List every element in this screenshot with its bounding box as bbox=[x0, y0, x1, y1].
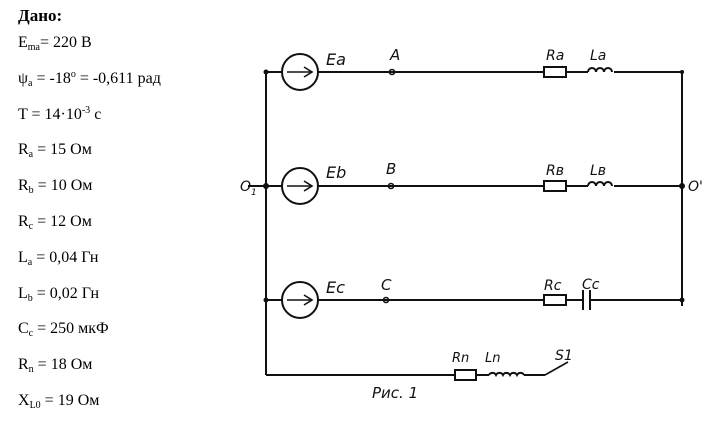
label-rb: Rв bbox=[546, 163, 564, 179]
junction-dot bbox=[679, 297, 685, 303]
label-lb: Lв bbox=[590, 163, 606, 179]
given-Rn: Rn = 18 Ом bbox=[18, 356, 93, 376]
label-rn: Rn bbox=[452, 351, 469, 366]
terminal-c bbox=[382, 296, 390, 304]
label-node-b: B bbox=[386, 160, 396, 178]
given-panel: Дано: Ema= 220 В ψa = -18o = -0,611 рад … bbox=[18, 6, 248, 428]
terminal-b bbox=[387, 182, 395, 190]
label-cc: Cc bbox=[582, 277, 600, 293]
given-Ema: Ema= 220 В bbox=[18, 34, 92, 53]
resistor-ra bbox=[543, 66, 567, 78]
switch-s1-blade bbox=[544, 361, 569, 376]
junction-dot bbox=[263, 183, 269, 189]
junction-dot bbox=[263, 69, 269, 75]
label-node-c: C bbox=[381, 276, 392, 294]
inductor-la bbox=[566, 67, 613, 73]
label-s1: S1 bbox=[555, 348, 573, 364]
given-Rc: Rc = 12 Ом bbox=[18, 212, 92, 232]
given-Lb: Lb = 0,02 Гн bbox=[18, 284, 100, 304]
given-XL0: XL0 = 19 Ом bbox=[18, 391, 100, 411]
label-rc: Rc bbox=[544, 278, 562, 294]
label-o-prime: O' bbox=[688, 179, 703, 195]
inductor-lb bbox=[566, 181, 613, 187]
label-ea: Ea bbox=[326, 50, 346, 69]
label-la: La bbox=[590, 48, 606, 64]
inductor-ln bbox=[488, 371, 525, 378]
resistor-rb bbox=[543, 180, 567, 192]
given-Rb: Rb = 10 Ом bbox=[18, 177, 93, 197]
label-ra: Ra bbox=[546, 48, 564, 64]
given-period: T = 14·10-3 с bbox=[18, 104, 102, 123]
source-ec bbox=[281, 281, 319, 319]
junction-dot bbox=[680, 70, 684, 74]
resistor-rc bbox=[543, 294, 567, 306]
given-title: Дано: bbox=[18, 6, 63, 25]
label-node-a: A bbox=[389, 46, 400, 64]
given-La: La = 0,04 Гн bbox=[18, 248, 99, 268]
label-ec: Ec bbox=[326, 278, 345, 297]
label-eb: Eb bbox=[326, 163, 346, 182]
junction-dot bbox=[679, 183, 685, 189]
label-o1: O1 bbox=[240, 179, 257, 198]
junction-dot bbox=[263, 297, 269, 303]
figure-caption: Рис. 1 bbox=[372, 384, 418, 402]
label-ln: Ln bbox=[485, 351, 500, 366]
given-psi-a: ψa = -18o = -0,611 рад bbox=[18, 68, 161, 89]
resistor-rn bbox=[454, 369, 477, 381]
source-ea bbox=[281, 53, 319, 91]
given-Ra: Ra = 15 Ом bbox=[18, 141, 92, 161]
given-Cc: Cc = 250 мкФ bbox=[18, 320, 109, 340]
capacitor-cc bbox=[582, 290, 591, 310]
terminal-a bbox=[388, 68, 396, 76]
source-eb bbox=[281, 167, 319, 205]
